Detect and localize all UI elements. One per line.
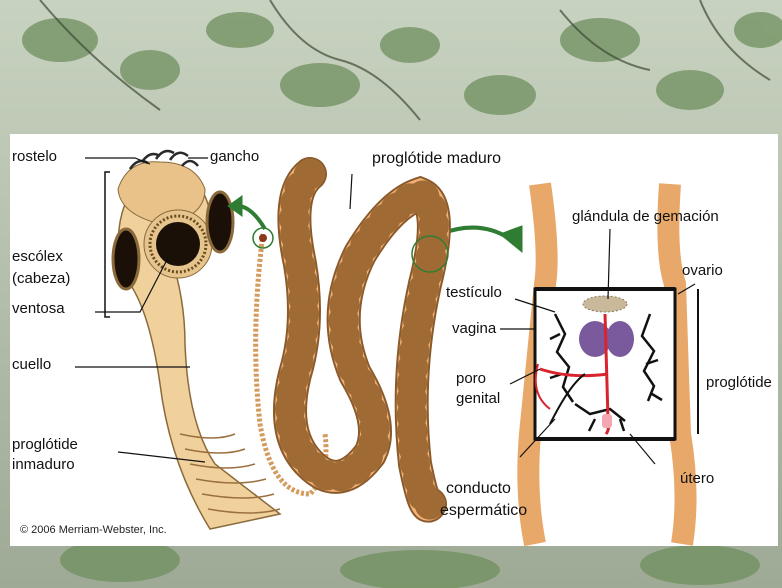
label-rostelo: rostelo [12, 148, 57, 166]
label-utero: útero [680, 470, 714, 488]
label-genital: genital [456, 390, 500, 408]
label-escolex: escólex [12, 248, 63, 266]
label-ovario: ovario [682, 262, 723, 280]
label-gancho: gancho [210, 148, 259, 166]
proglottid-detail [528, 184, 698, 544]
figure-panel: rostelo gancho proglótide maduro glándul… [10, 134, 778, 546]
tapeworm-diagram [10, 134, 778, 546]
copyright-credit: © 2006 Merriam-Webster, Inc. [20, 524, 167, 536]
proglottid-chain [290, 174, 434, 506]
label-poro: poro [456, 370, 486, 388]
label-ventosa: ventosa [12, 300, 65, 318]
label-proglotide-inmaduro-2: inmaduro [12, 456, 75, 474]
label-cabeza: (cabeza) [12, 270, 70, 288]
label-testiculo: testículo [446, 284, 502, 302]
label-cuello: cuello [12, 356, 51, 374]
label-glandula-gemacion: glándula de gemación [572, 208, 719, 226]
label-vagina: vagina [452, 320, 496, 338]
label-espermatico: espermático [440, 502, 527, 520]
label-proglotide-inmaduro-1: proglótide [12, 436, 78, 454]
label-proglotide-maduro: proglótide maduro [372, 150, 501, 168]
label-proglotide-right: proglótide [706, 374, 772, 392]
label-conducto: conducto [446, 480, 511, 498]
